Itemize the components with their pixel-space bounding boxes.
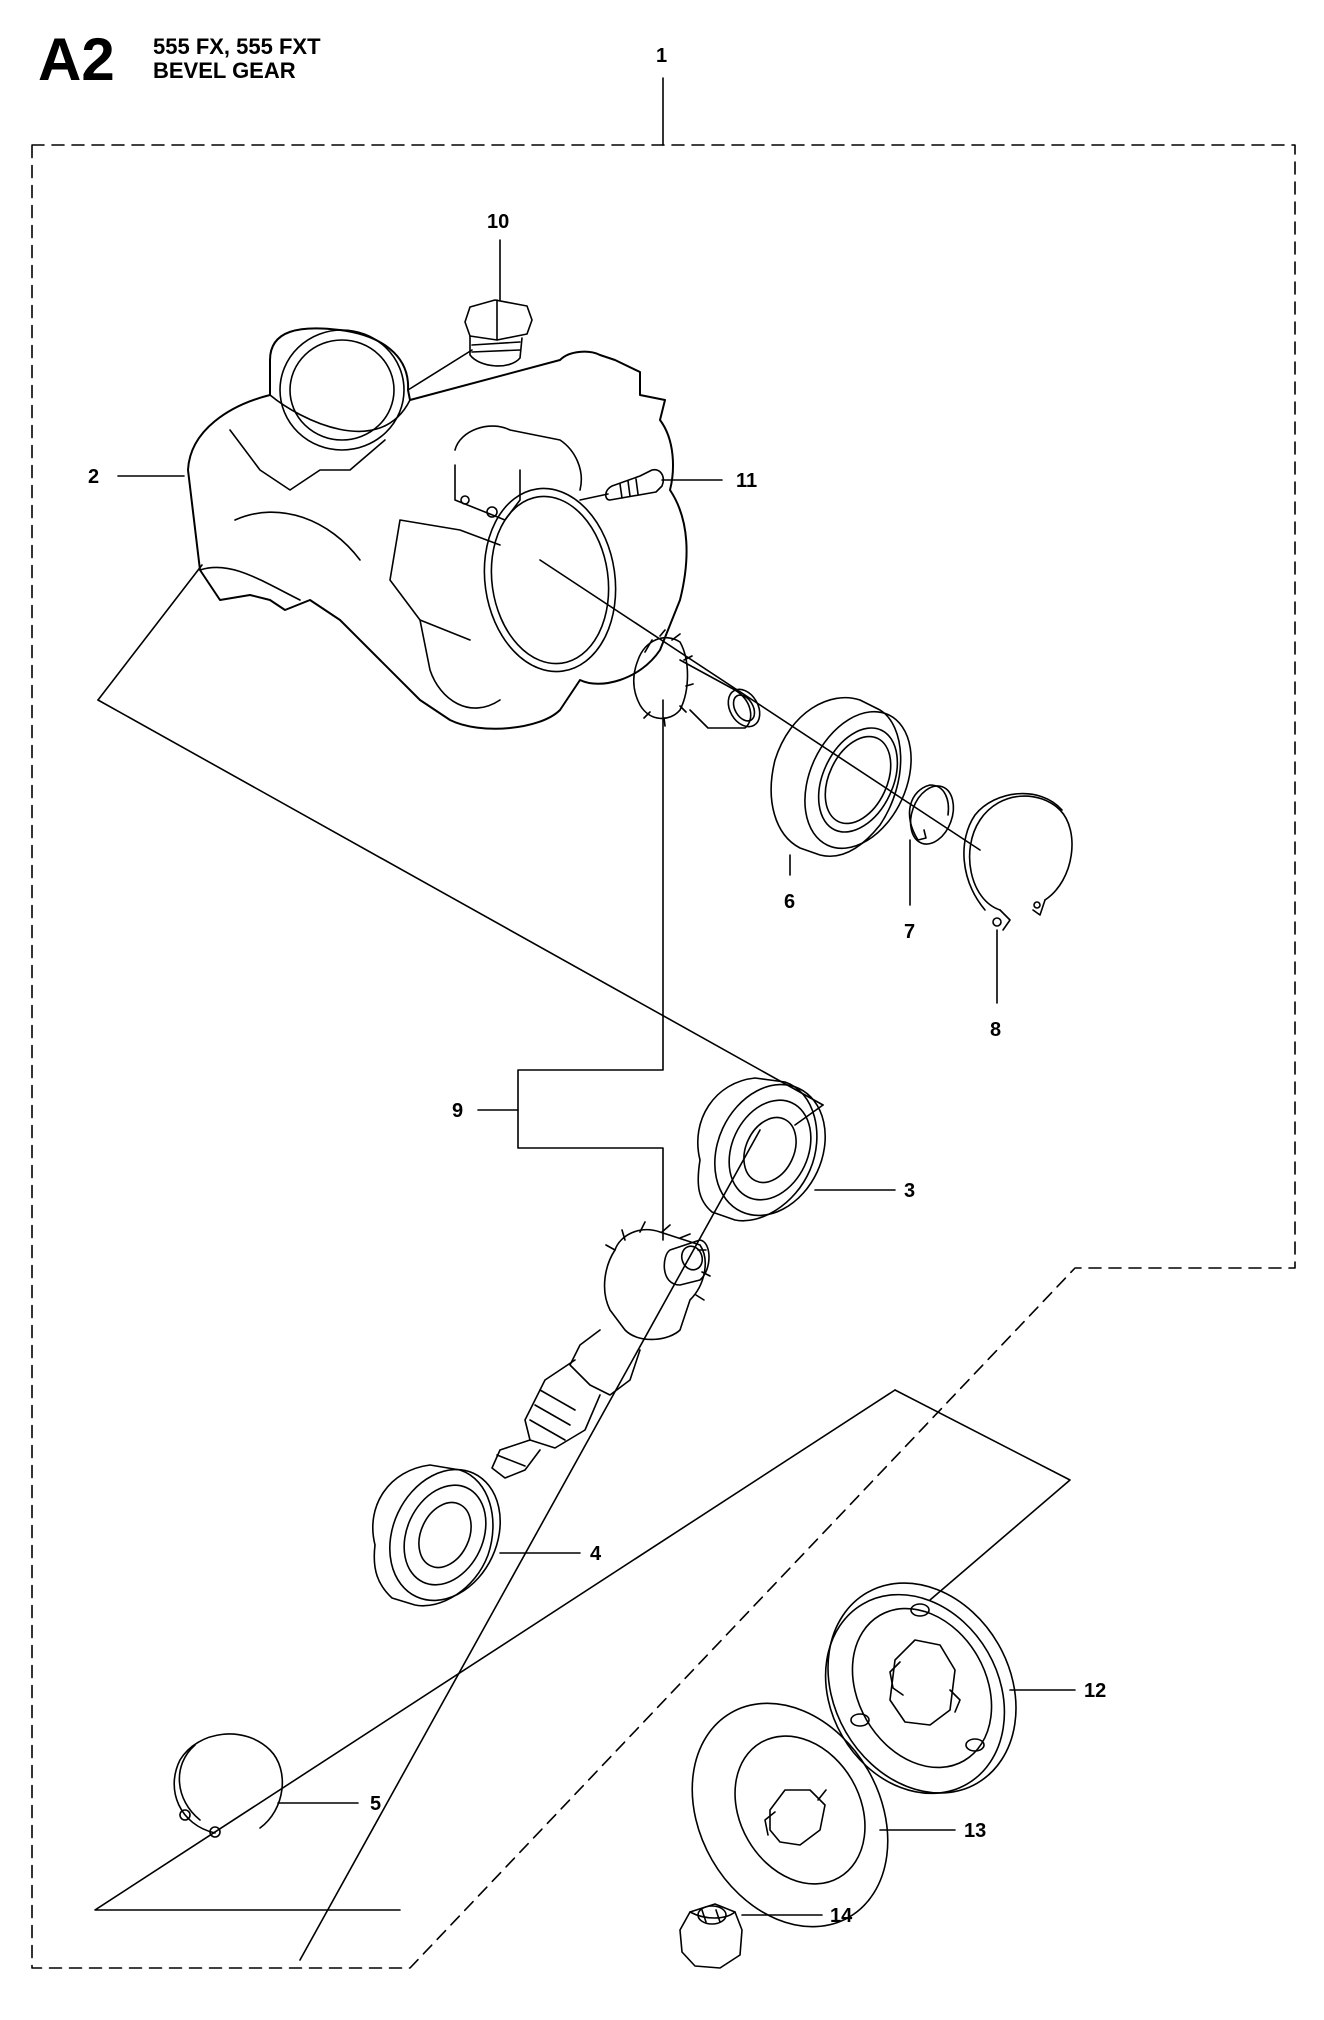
callout-2: 2 xyxy=(88,466,99,488)
screw-11 xyxy=(604,468,665,501)
model-list: 555 FX, 555 FXT xyxy=(153,34,321,59)
bracket-lower xyxy=(894,1389,1071,1601)
callout-14: 14 xyxy=(830,1905,853,1927)
pinion-gear xyxy=(632,629,761,729)
bearing-6 xyxy=(770,696,912,857)
callout-11: 11 xyxy=(736,470,757,492)
callout-9: 9 xyxy=(452,1100,463,1122)
callout-3: 3 xyxy=(904,1180,915,1202)
leader-11-housing xyxy=(579,493,609,501)
section-title: BEVEL GEAR xyxy=(153,58,296,83)
bearing-3 xyxy=(697,1077,826,1222)
plug-screw xyxy=(464,299,533,367)
drive-disc xyxy=(824,1582,1017,1795)
bracket-line-2-3b xyxy=(97,699,824,1106)
circlip-large xyxy=(963,792,1073,931)
support-cup xyxy=(691,1702,889,1928)
leader-9-bracket xyxy=(517,699,664,1241)
callout-4: 4 xyxy=(590,1543,602,1565)
callout-5: 5 xyxy=(370,1793,381,1815)
callout-8: 8 xyxy=(990,1019,1001,1041)
axis-upper xyxy=(539,559,981,851)
section-code: A2 xyxy=(38,26,115,93)
gear-housing xyxy=(187,327,688,730)
circlip-5 xyxy=(173,1733,284,1838)
callout-6: 6 xyxy=(784,891,795,913)
callout-1: 1 xyxy=(656,45,667,67)
axis-lower xyxy=(299,1129,761,1961)
bevel-gear-shaft xyxy=(491,1221,711,1479)
bracket-line-2-3 xyxy=(97,564,203,701)
circlip-small xyxy=(908,784,955,845)
callout-7: 7 xyxy=(904,921,915,943)
bracket-lower-left xyxy=(94,1389,896,1911)
callout-12: 12 xyxy=(1084,1680,1106,1702)
assembly-boundary-dashed xyxy=(31,144,1296,1969)
callout-13: 13 xyxy=(964,1820,986,1842)
bracket-line-2-3c xyxy=(794,1104,824,1126)
bearing-4 xyxy=(372,1464,501,1607)
nut xyxy=(679,1903,743,1969)
leader-10-housing xyxy=(407,349,473,391)
callout-10: 10 xyxy=(487,211,509,233)
